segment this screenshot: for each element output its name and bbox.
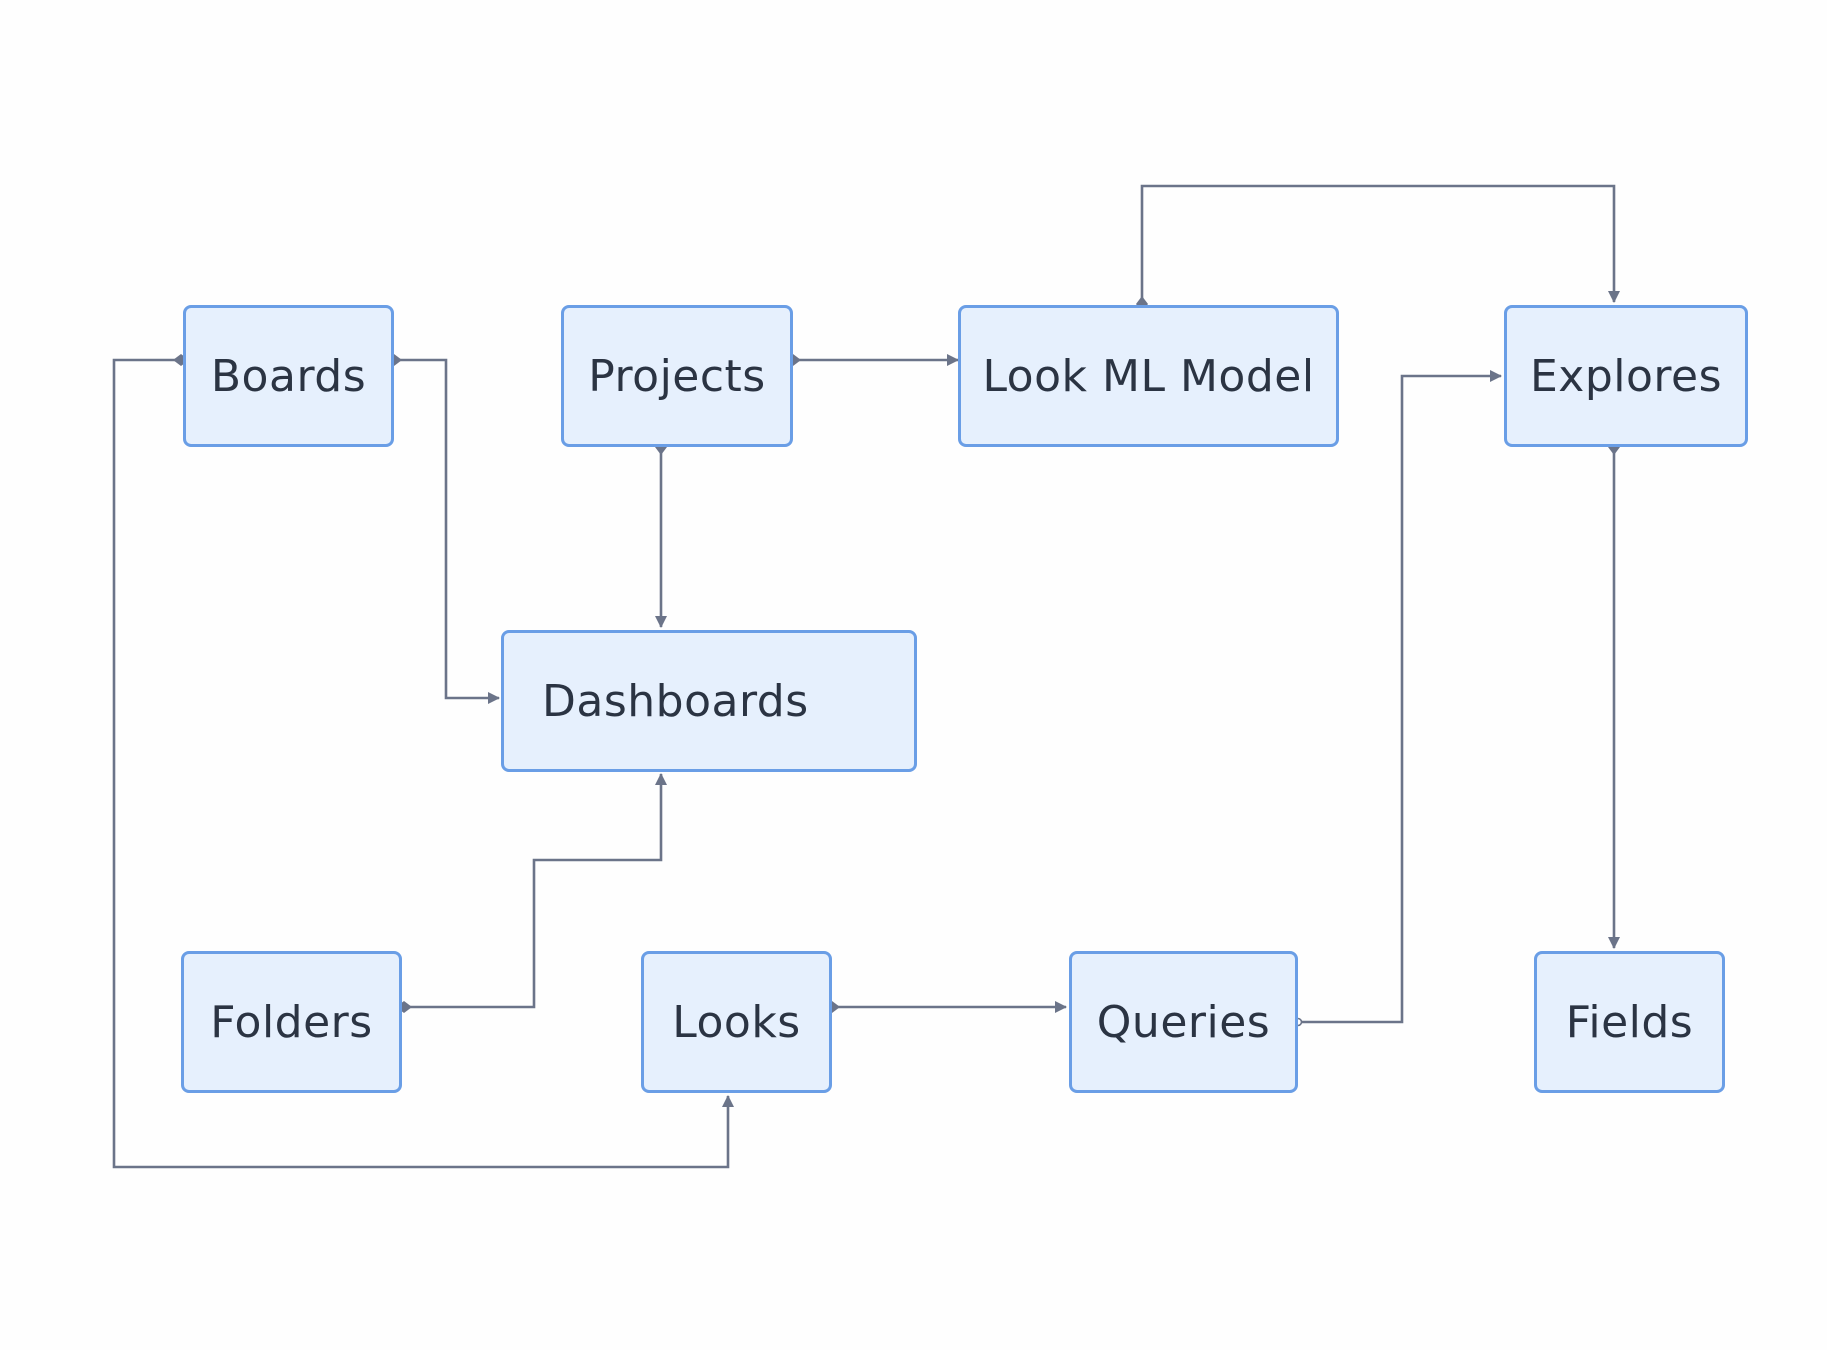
node-label: Projects bbox=[588, 350, 766, 402]
edge-lookml-explores bbox=[1136, 184, 1620, 312]
node-explores[interactable]: Explores bbox=[1504, 305, 1748, 447]
node-label: Looks bbox=[672, 996, 801, 1048]
node-dashboards[interactable]: Dashboards bbox=[501, 630, 917, 772]
node-label: Fields bbox=[1565, 996, 1694, 1048]
node-boards[interactable]: Boards bbox=[183, 305, 394, 447]
node-queries[interactable]: Queries bbox=[1069, 951, 1298, 1093]
node-looks[interactable]: Looks bbox=[641, 951, 832, 1093]
node-folders[interactable]: Folders bbox=[181, 951, 402, 1093]
node-label: Dashboards bbox=[542, 675, 809, 727]
node-label: Look ML Model bbox=[982, 350, 1315, 402]
node-label: Boards bbox=[210, 350, 367, 402]
node-label: Folders bbox=[210, 996, 373, 1048]
edge-folders-dashboards bbox=[396, 773, 667, 1013]
edge-boards-looks bbox=[112, 354, 734, 1169]
node-label: Queries bbox=[1096, 996, 1271, 1048]
edge-queries-explores bbox=[1293, 370, 1502, 1027]
node-label: Explores bbox=[1529, 350, 1723, 402]
edge-boards-dashboards bbox=[386, 354, 500, 704]
node-projects[interactable]: Projects bbox=[561, 305, 793, 447]
node-lookml-model[interactable]: Look ML Model bbox=[958, 305, 1339, 447]
node-fields[interactable]: Fields bbox=[1534, 951, 1725, 1093]
